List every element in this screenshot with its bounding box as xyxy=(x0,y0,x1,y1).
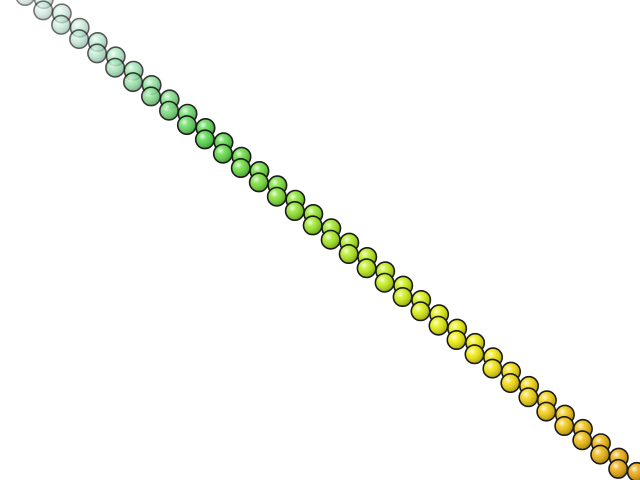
bead xyxy=(392,286,413,307)
bead xyxy=(159,100,180,121)
bead xyxy=(320,229,341,250)
bead xyxy=(518,387,539,408)
bead xyxy=(356,258,377,279)
bead xyxy=(194,129,215,150)
bead xyxy=(87,43,108,64)
bead xyxy=(266,186,287,207)
bead xyxy=(230,158,251,179)
bead xyxy=(428,315,449,336)
bead xyxy=(410,301,431,322)
bead xyxy=(338,244,359,265)
bead xyxy=(141,86,162,107)
bead xyxy=(33,0,54,21)
bead xyxy=(123,72,144,93)
bead xyxy=(302,215,323,236)
bead xyxy=(554,415,575,436)
bead xyxy=(464,344,485,365)
bead xyxy=(15,0,35,7)
bead xyxy=(69,29,90,50)
bead-chain xyxy=(15,0,640,480)
bead xyxy=(105,57,126,78)
bead xyxy=(51,14,72,35)
bead xyxy=(176,115,197,136)
bead xyxy=(446,329,467,350)
bead xyxy=(500,372,521,393)
bead xyxy=(590,444,611,465)
bead xyxy=(572,430,593,451)
bead xyxy=(482,358,503,379)
bead xyxy=(374,272,395,293)
bead xyxy=(212,143,233,164)
bead xyxy=(608,458,629,479)
bead xyxy=(536,401,557,422)
bead xyxy=(248,172,269,193)
bead xyxy=(284,201,305,222)
bead xyxy=(626,461,640,480)
